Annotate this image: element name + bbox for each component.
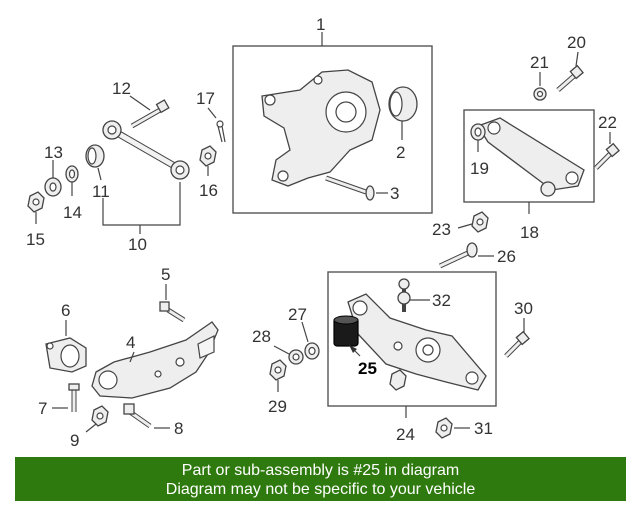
- nut-15-part[interactable]: [27, 191, 45, 213]
- knuckle-part[interactable]: [261, 69, 381, 187]
- bushing-25-part[interactable]: [333, 315, 359, 347]
- label-26[interactable]: 26: [497, 247, 516, 266]
- label-29[interactable]: 29: [268, 397, 287, 416]
- nut-31-part[interactable]: [435, 417, 453, 439]
- trailing-arm-part[interactable]: [91, 321, 219, 399]
- info-banner: Part or sub-assembly is #25 in diagram D…: [15, 457, 626, 501]
- label-14[interactable]: 14: [63, 203, 82, 222]
- label-21[interactable]: 21: [530, 53, 549, 72]
- label-28[interactable]: 28: [252, 327, 271, 346]
- nut-16-part[interactable]: [199, 145, 217, 167]
- bolt-5-part[interactable]: [159, 301, 186, 323]
- knuckle-group-box: [232, 45, 433, 214]
- label-32[interactable]: 32: [432, 291, 451, 310]
- label-17[interactable]: 17: [196, 89, 215, 108]
- washer-14-part[interactable]: [65, 165, 79, 183]
- label-27[interactable]: 27: [288, 305, 307, 324]
- nut-29-part[interactable]: [269, 359, 287, 381]
- label-16[interactable]: 16: [199, 181, 218, 200]
- long-bolt-part[interactable]: [325, 175, 375, 201]
- lower-arm-group-box: [327, 271, 497, 407]
- label-9[interactable]: 9: [70, 431, 79, 450]
- label-12[interactable]: 12: [112, 79, 131, 98]
- lower-arm-part[interactable]: [347, 293, 487, 391]
- bolt-12-part[interactable]: [130, 99, 170, 129]
- label-15[interactable]: 15: [26, 230, 45, 249]
- bracket-10: [102, 182, 181, 226]
- label-20[interactable]: 20: [567, 33, 586, 52]
- label-4[interactable]: 4: [126, 333, 135, 352]
- label-25[interactable]: 25: [358, 359, 377, 378]
- label-2[interactable]: 2: [396, 143, 405, 162]
- washer-27-part[interactable]: [304, 342, 320, 360]
- label-18[interactable]: 18: [520, 223, 539, 242]
- label-13[interactable]: 13: [44, 143, 63, 162]
- bolt-20-part[interactable]: [556, 64, 584, 92]
- nut-9-part[interactable]: [91, 405, 109, 427]
- bolt-22-part[interactable]: [594, 142, 620, 170]
- bushing-6-part[interactable]: [45, 337, 87, 373]
- washer-13-part[interactable]: [44, 177, 62, 197]
- banner-line-1: Part or sub-assembly is #25 in diagram: [181, 462, 460, 479]
- label-30[interactable]: 30: [514, 299, 533, 318]
- label-3[interactable]: 3: [390, 184, 399, 203]
- banner-line-2: Diagram may not be specific to your vehi…: [165, 481, 476, 498]
- label-10[interactable]: 10: [128, 235, 147, 254]
- label-19[interactable]: 19: [470, 159, 489, 178]
- label-6[interactable]: 6: [61, 301, 70, 320]
- label-22[interactable]: 22: [598, 113, 617, 132]
- label-23[interactable]: 23: [432, 220, 451, 239]
- label-11[interactable]: 11: [92, 182, 110, 201]
- lower-link-part[interactable]: [477, 117, 585, 191]
- bushing-11-part[interactable]: [85, 144, 105, 168]
- bolt-30-part[interactable]: [504, 330, 530, 358]
- label-31[interactable]: 31: [474, 419, 493, 438]
- nut-23-part[interactable]: [471, 211, 489, 233]
- label-5[interactable]: 5: [161, 265, 170, 284]
- washer-28-part[interactable]: [288, 349, 304, 365]
- label-7[interactable]: 7: [38, 399, 47, 418]
- bolt-7-part[interactable]: [68, 383, 80, 412]
- washer-21-part[interactable]: [533, 87, 547, 101]
- label-24[interactable]: 24: [396, 425, 415, 444]
- nut-24b-part[interactable]: [389, 369, 407, 391]
- bolt-8-part[interactable]: [123, 403, 152, 429]
- bushing-19-part[interactable]: [470, 123, 486, 141]
- bushing-18b-part[interactable]: [540, 181, 556, 197]
- label-8[interactable]: 8: [174, 419, 183, 438]
- label-1[interactable]: 1: [316, 15, 325, 34]
- stabilizer-link-part[interactable]: [397, 278, 411, 312]
- bolt-26-part[interactable]: [438, 242, 478, 269]
- upper-link-part[interactable]: [102, 120, 190, 180]
- cotter-pin-part[interactable]: [216, 120, 226, 143]
- bushing-part[interactable]: [388, 86, 418, 122]
